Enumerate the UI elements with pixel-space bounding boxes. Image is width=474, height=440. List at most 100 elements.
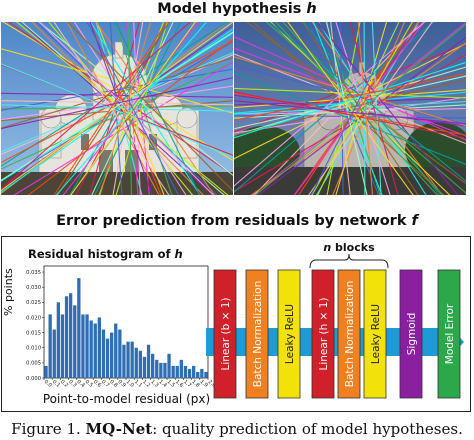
hypothesis-line — [308, 22, 433, 195]
layer-block — [363, 269, 387, 399]
hypothesis-line — [66, 22, 160, 195]
photo-basilica-day — [1, 22, 233, 195]
network-panel — [1, 236, 471, 412]
hypothesis-line — [234, 94, 466, 127]
figure-caption: Figure 1. MQ-Net: quality prediction of … — [11, 420, 463, 438]
histogram-bar — [110, 332, 114, 378]
histogram-bar — [48, 314, 52, 378]
hypothesis-line — [234, 22, 435, 193]
hypothesis-line — [357, 22, 374, 195]
histogram-bar — [155, 359, 159, 378]
layer-label: Batch Normalization — [252, 281, 264, 388]
caption-method-name: MQ-Net — [85, 420, 153, 438]
layer-label: Linear (b × 1) — [220, 298, 232, 371]
layer-block — [245, 269, 269, 399]
x-tick-label: 0.7 — [100, 379, 110, 389]
hypothesis-line — [89, 22, 153, 195]
x-tick-label: 1.0 — [125, 379, 135, 389]
layer-block — [277, 269, 301, 399]
hypothesis-line — [1, 63, 233, 158]
hypothesis-line — [311, 22, 413, 195]
histogram-bar — [196, 371, 200, 378]
hypothesis-line — [70, 22, 198, 195]
layer-block — [437, 269, 461, 399]
hypothesis-line — [234, 66, 466, 137]
histogram-bar — [118, 329, 122, 378]
histogram-bar — [151, 353, 155, 378]
histogram-title: Residual histogram of h — [28, 247, 183, 261]
hypothesis-line — [62, 22, 199, 195]
x-tick-label: 0.3 — [67, 379, 77, 389]
x-tick-label: 1.6 — [174, 379, 184, 389]
hypothesis-line — [234, 87, 466, 99]
histogram-bar — [163, 362, 167, 378]
hypothesis-line — [1, 68, 233, 111]
hypothesis-line — [126, 22, 139, 195]
x-tick-label: 1.1 — [133, 379, 143, 389]
hypothesis-line — [234, 64, 466, 125]
x-tick-label: 0.2 — [59, 379, 69, 389]
hypothesis-line — [287, 22, 414, 195]
histogram-bar — [171, 365, 175, 378]
hypothesis-line — [310, 22, 399, 195]
x-tick-label: 0.9 — [117, 379, 127, 389]
layer-block — [213, 269, 237, 399]
hypothesis-line — [268, 22, 466, 182]
histogram-frame — [43, 265, 209, 379]
y-tick-label: 0.015 — [26, 330, 41, 336]
x-tick-label: 2.0 — [207, 379, 217, 389]
histogram-bar — [93, 323, 97, 378]
layer-label: Linear (h × 1) — [318, 298, 330, 371]
hypothesis-line — [98, 22, 164, 195]
layer-block — [337, 269, 361, 399]
histogram-bar — [69, 293, 73, 378]
hypothesis-line — [1, 31, 233, 182]
y-tick-label: 0.030 — [26, 285, 41, 291]
y-tick-label: 0.025 — [26, 300, 41, 306]
hypothesis-line — [234, 22, 426, 187]
hypothesis-line — [251, 22, 466, 195]
hypothesis-line — [335, 22, 391, 195]
hypothesis-line — [1, 22, 191, 191]
hypothesis-line — [234, 61, 466, 139]
hypothesis-line — [53, 22, 170, 195]
histogram-bar — [200, 368, 204, 378]
hypothesis-line — [298, 22, 414, 195]
histogram-bar — [126, 341, 130, 378]
histogram-bar — [138, 350, 142, 378]
hypothesis-line — [1, 104, 233, 112]
figure-title-model-hypothesis: Model hypothesis h — [157, 1, 317, 17]
hypothesis-line — [326, 22, 368, 195]
x-tick-label: 0.1 — [51, 379, 61, 389]
histogram-bar — [60, 314, 65, 378]
hypothesis-line — [234, 100, 466, 125]
histogram-bar — [64, 296, 69, 378]
histogram-bar — [146, 344, 151, 378]
x-tick-label: 1.5 — [166, 379, 176, 389]
y-tick-label: 0.010 — [26, 346, 41, 352]
hypothesis-line — [1, 22, 229, 167]
x-tick-label: 0.8 — [108, 379, 118, 389]
hypothesis-line — [39, 22, 215, 195]
histogram-bar — [142, 356, 147, 378]
histogram-bar — [183, 365, 188, 378]
histogram-bar — [73, 305, 77, 378]
layer-label: Leaky ReLU — [370, 304, 382, 364]
histogram-bar — [101, 329, 106, 378]
hypothesis-line — [13, 61, 233, 195]
histogram-bar — [204, 371, 208, 378]
residual-histogram: 0.0000.0050.0100.0150.0200.0250.0300.035… — [26, 265, 217, 389]
x-tick-label: 0.5 — [84, 379, 94, 389]
hypothesis-line — [234, 92, 466, 136]
layer-block — [311, 269, 335, 399]
histogram-bar — [85, 314, 89, 378]
histogram-bar — [187, 368, 192, 378]
x-tick-label: 1.7 — [182, 379, 192, 389]
histogram-bar — [159, 362, 163, 378]
histogram-bar — [81, 314, 85, 378]
histogram-bar — [134, 347, 138, 378]
hypothesis-line — [1, 63, 233, 156]
layer-block — [399, 269, 423, 399]
hypothesis-line — [1, 28, 233, 193]
